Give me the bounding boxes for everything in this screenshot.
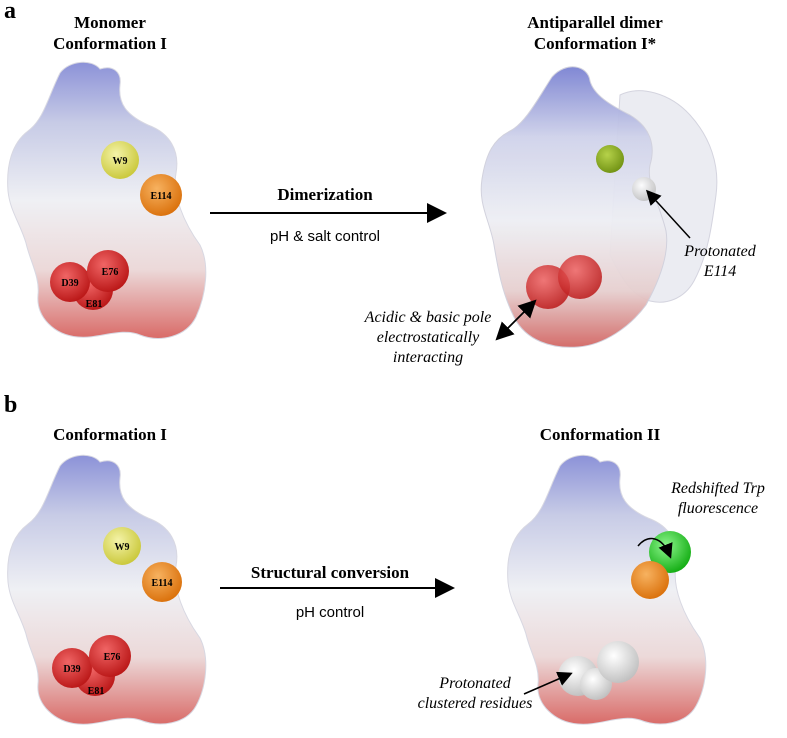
note-line: Protonated	[684, 243, 756, 260]
panel-a-left-title: Monomer Conformation I	[20, 12, 200, 54]
note-line: Protonated	[439, 675, 511, 692]
clustered-note: Protonated clustered residues	[395, 674, 555, 714]
structural-conversion-arrow	[220, 578, 455, 598]
poles-double-arrow	[495, 299, 537, 341]
panel-b-letter: b	[4, 392, 18, 418]
structural-conversion-sub: pH control	[295, 604, 365, 621]
dimer-surface	[480, 66, 718, 348]
panel-a-letter: a	[4, 0, 16, 24]
protein-surface	[507, 454, 707, 725]
e114-sphere	[140, 174, 182, 216]
protonated-e114-note: Protonated E114	[665, 242, 775, 282]
d39-sphere	[50, 262, 90, 302]
e81-label: E81	[86, 299, 103, 310]
poles-note: Acidic & basic pole electrostatically in…	[318, 308, 538, 368]
d39-label: D39	[63, 664, 80, 675]
dimerization-label: Dimerization	[277, 185, 373, 204]
title-line: Conformation I*	[533, 34, 657, 53]
note-line: E114	[703, 263, 737, 280]
w9-label: W9	[113, 156, 128, 167]
e81-label: E81	[88, 686, 105, 697]
e76-label: E76	[102, 267, 119, 278]
structural-conversion-label: Structural conversion	[250, 563, 410, 582]
clustered-pointer	[523, 671, 573, 695]
monomer-surface-b: W9 E114 D39 E76 E81	[7, 454, 207, 725]
panel-b-left-title: Conformation I	[53, 425, 167, 444]
note-line: Acidic & basic pole	[364, 309, 492, 326]
trp-note: Redshifted Trp fluorescence	[648, 479, 787, 519]
conformation-ii-surface	[507, 454, 707, 725]
protein-surface-front	[480, 66, 668, 348]
panel-a-right-title: Antiparallel dimer Conformation I*	[480, 12, 710, 54]
w9-label: W9	[115, 542, 130, 553]
protonated-e114-pointer	[645, 189, 691, 239]
panel-b-right-title: Conformation II	[539, 425, 661, 444]
title-line: Antiparallel dimer	[527, 13, 663, 32]
d39-label: D39	[61, 278, 78, 289]
e114-sphere	[142, 562, 182, 602]
dimerization-arrow	[210, 203, 447, 223]
note-line: electrostatically	[376, 329, 480, 346]
e114-label: E114	[151, 578, 172, 589]
e114-label: E114	[150, 191, 171, 202]
dimerization-sub: pH & salt control	[269, 228, 381, 245]
e76-label: E76	[104, 652, 121, 663]
protonated-sphere-right	[597, 641, 639, 683]
note-line: interacting	[392, 349, 464, 366]
e76-sphere	[87, 250, 129, 292]
note-line: fluorescence	[677, 500, 759, 517]
trp-pointer	[637, 537, 673, 559]
title-line: Monomer	[74, 13, 146, 32]
acidic-sphere-right	[558, 255, 602, 299]
e114-sphere	[631, 561, 669, 599]
w9-sphere	[101, 141, 139, 179]
note-line: clustered residues	[417, 695, 533, 712]
w9-sphere	[103, 527, 141, 565]
note-line: Redshifted Trp	[671, 480, 765, 497]
monomer-surface-a: W9 E114 D39 E76 E81	[7, 61, 207, 339]
e76-sphere	[89, 635, 131, 677]
d39-sphere	[52, 648, 92, 688]
title-line: Conformation I	[53, 34, 167, 53]
w9-dimer-sphere	[596, 145, 624, 173]
